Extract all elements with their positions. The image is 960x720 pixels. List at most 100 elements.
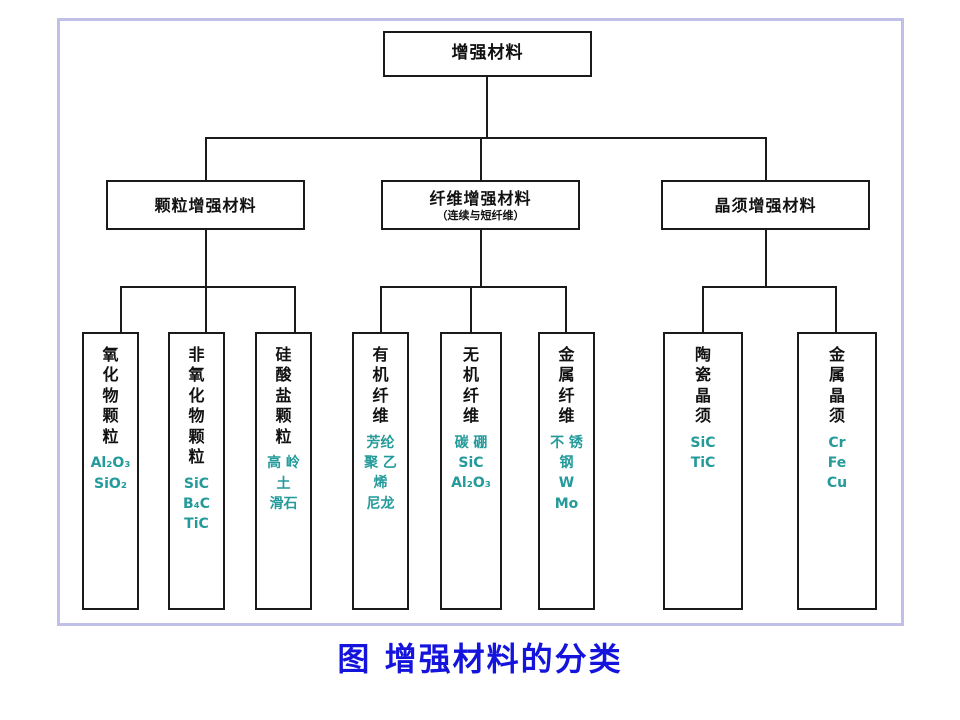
leaf-title-line: 金 xyxy=(558,345,575,364)
leaf-1-items: SiC B₄C TiC xyxy=(183,474,210,535)
leaf-title-line: 物 xyxy=(188,406,205,426)
leaf-item: 聚 乙 xyxy=(364,455,397,472)
leaf-3-title: 有机纤维 xyxy=(372,345,388,427)
leaf-item: SiC xyxy=(690,434,716,451)
connector-g0-stem xyxy=(205,230,207,286)
leaf-7-title: 金属晶须 xyxy=(829,345,845,427)
leaf-title-line: 属 xyxy=(558,365,575,385)
node-fiber-reinforcement[interactable]: 纤维增强材料 （连续与短纤维） xyxy=(381,180,580,230)
leaf-item: Cu xyxy=(826,475,848,492)
connector-root-stem xyxy=(486,77,488,138)
connector-g1-drop-2 xyxy=(565,286,567,332)
leaf-title-line: 化 xyxy=(188,385,205,405)
leaf-5-title: 金属纤维 xyxy=(558,345,574,427)
leaf-title-line: 颗 xyxy=(102,406,119,426)
node-leaf-ceramic-whisker[interactable]: 陶瓷晶须 SiC TiC xyxy=(663,332,743,610)
node-root-title: 增强材料 xyxy=(451,43,524,64)
leaf-item: 碳 硼 xyxy=(454,434,488,451)
leaf-title-line: 氧 xyxy=(102,345,119,364)
node-particle-reinforcement[interactable]: 颗粒增强材料 xyxy=(106,180,305,230)
leaf-title-line: 纤 xyxy=(462,385,479,405)
leaf-item: 尼龙 xyxy=(366,495,395,512)
connector-drop-l2-0 xyxy=(205,137,207,180)
node-whisker-reinforcement[interactable]: 晶须增强材料 xyxy=(661,180,870,230)
leaf-title-line: 非 xyxy=(188,345,205,364)
leaf-item: SiC xyxy=(183,475,210,492)
connector-g0-drop-0 xyxy=(120,286,122,332)
leaf-item: 钢 xyxy=(559,455,574,472)
leaf-item: W xyxy=(558,475,575,492)
leaf-item: Fe xyxy=(827,455,847,472)
leaf-item: Al₂O₃ xyxy=(451,475,491,492)
leaf-item: B₄C xyxy=(182,496,211,513)
leaf-title-line: 晶 xyxy=(828,385,845,405)
leaf-2-title: 硅酸盐颗粒 xyxy=(275,345,291,447)
leaf-title-line: 粒 xyxy=(188,447,205,467)
node-l2-2-title: 晶须增强材料 xyxy=(714,195,817,215)
leaf-title-line: 无 xyxy=(462,345,479,364)
node-root[interactable]: 增强材料 xyxy=(383,31,592,77)
leaf-title-line: 瓷 xyxy=(694,365,711,385)
leaf-title-line: 维 xyxy=(558,406,575,426)
connector-drop-l2-1 xyxy=(480,137,482,180)
connector-g0-drop-2 xyxy=(294,286,296,332)
leaf-title-line: 酸 xyxy=(275,365,292,385)
leaf-item: 芳纶 xyxy=(366,434,395,451)
connector-g2-drop-1 xyxy=(835,286,837,332)
leaf-0-title: 氧化物颗粒 xyxy=(102,345,118,447)
leaf-2-items: 高 岭土滑石 xyxy=(267,453,300,514)
connector-g2-stem xyxy=(765,230,767,286)
connector-level2-bus xyxy=(205,137,767,139)
leaf-6-items: SiC TiC xyxy=(690,433,715,474)
leaf-title-line: 有 xyxy=(372,345,389,364)
leaf-title-line: 陶 xyxy=(694,345,711,364)
leaf-title-line: 盐 xyxy=(275,385,292,405)
connector-g2-drop-0 xyxy=(702,286,704,332)
leaf-6-title: 陶瓷晶须 xyxy=(695,345,711,427)
connector-g1-bus xyxy=(380,286,567,288)
leaf-title-line: 机 xyxy=(372,365,389,385)
node-leaf-non-oxide-particles[interactable]: 非氧化物颗粒 SiC B₄C TiC xyxy=(168,332,225,610)
leaf-title-line: 纤 xyxy=(558,385,575,405)
leaf-title-line: 晶 xyxy=(694,385,711,405)
leaf-title-line: 须 xyxy=(828,406,845,426)
leaf-item: 烯 xyxy=(373,475,388,492)
leaf-item: 高 岭 xyxy=(267,455,300,472)
leaf-title-line: 维 xyxy=(372,406,389,426)
leaf-item: TiC xyxy=(184,516,209,533)
node-l2-1-title: 纤维增强材料 xyxy=(429,189,532,209)
leaf-title-line: 须 xyxy=(694,406,711,426)
leaf-title-line: 化 xyxy=(102,365,119,385)
connector-g1-stem xyxy=(480,230,482,286)
leaf-title-line: 粒 xyxy=(275,426,292,446)
leaf-1-title: 非氧化物颗粒 xyxy=(188,345,204,468)
leaf-title-line: 维 xyxy=(462,406,479,426)
leaf-4-title: 无机纤维 xyxy=(463,345,479,427)
leaf-title-line: 氧 xyxy=(188,365,205,385)
node-leaf-organic-fiber[interactable]: 有机纤维 芳纶聚 乙烯尼龙 xyxy=(352,332,409,610)
node-leaf-silicate-particles[interactable]: 硅酸盐颗粒 高 岭土滑石 xyxy=(255,332,312,610)
connector-g2-bus xyxy=(702,286,836,288)
node-l2-1-subtitle: （连续与短纤维） xyxy=(436,208,525,222)
leaf-item: TiC xyxy=(690,455,716,472)
connector-g0-bus xyxy=(120,286,296,288)
leaf-item: Mo xyxy=(554,495,579,512)
leaf-title-line: 物 xyxy=(102,385,119,405)
connector-g1-drop-1 xyxy=(470,286,472,332)
connector-drop-l2-2 xyxy=(765,137,767,180)
leaf-title-line: 粒 xyxy=(102,426,119,446)
leaf-item: 不 锈 xyxy=(550,434,583,451)
leaf-title-line: 机 xyxy=(462,365,479,385)
leaf-title-line: 颗 xyxy=(188,426,205,446)
leaf-title-line: 纤 xyxy=(372,385,389,405)
figure-caption: 图 增强材料的分类 xyxy=(337,640,623,678)
